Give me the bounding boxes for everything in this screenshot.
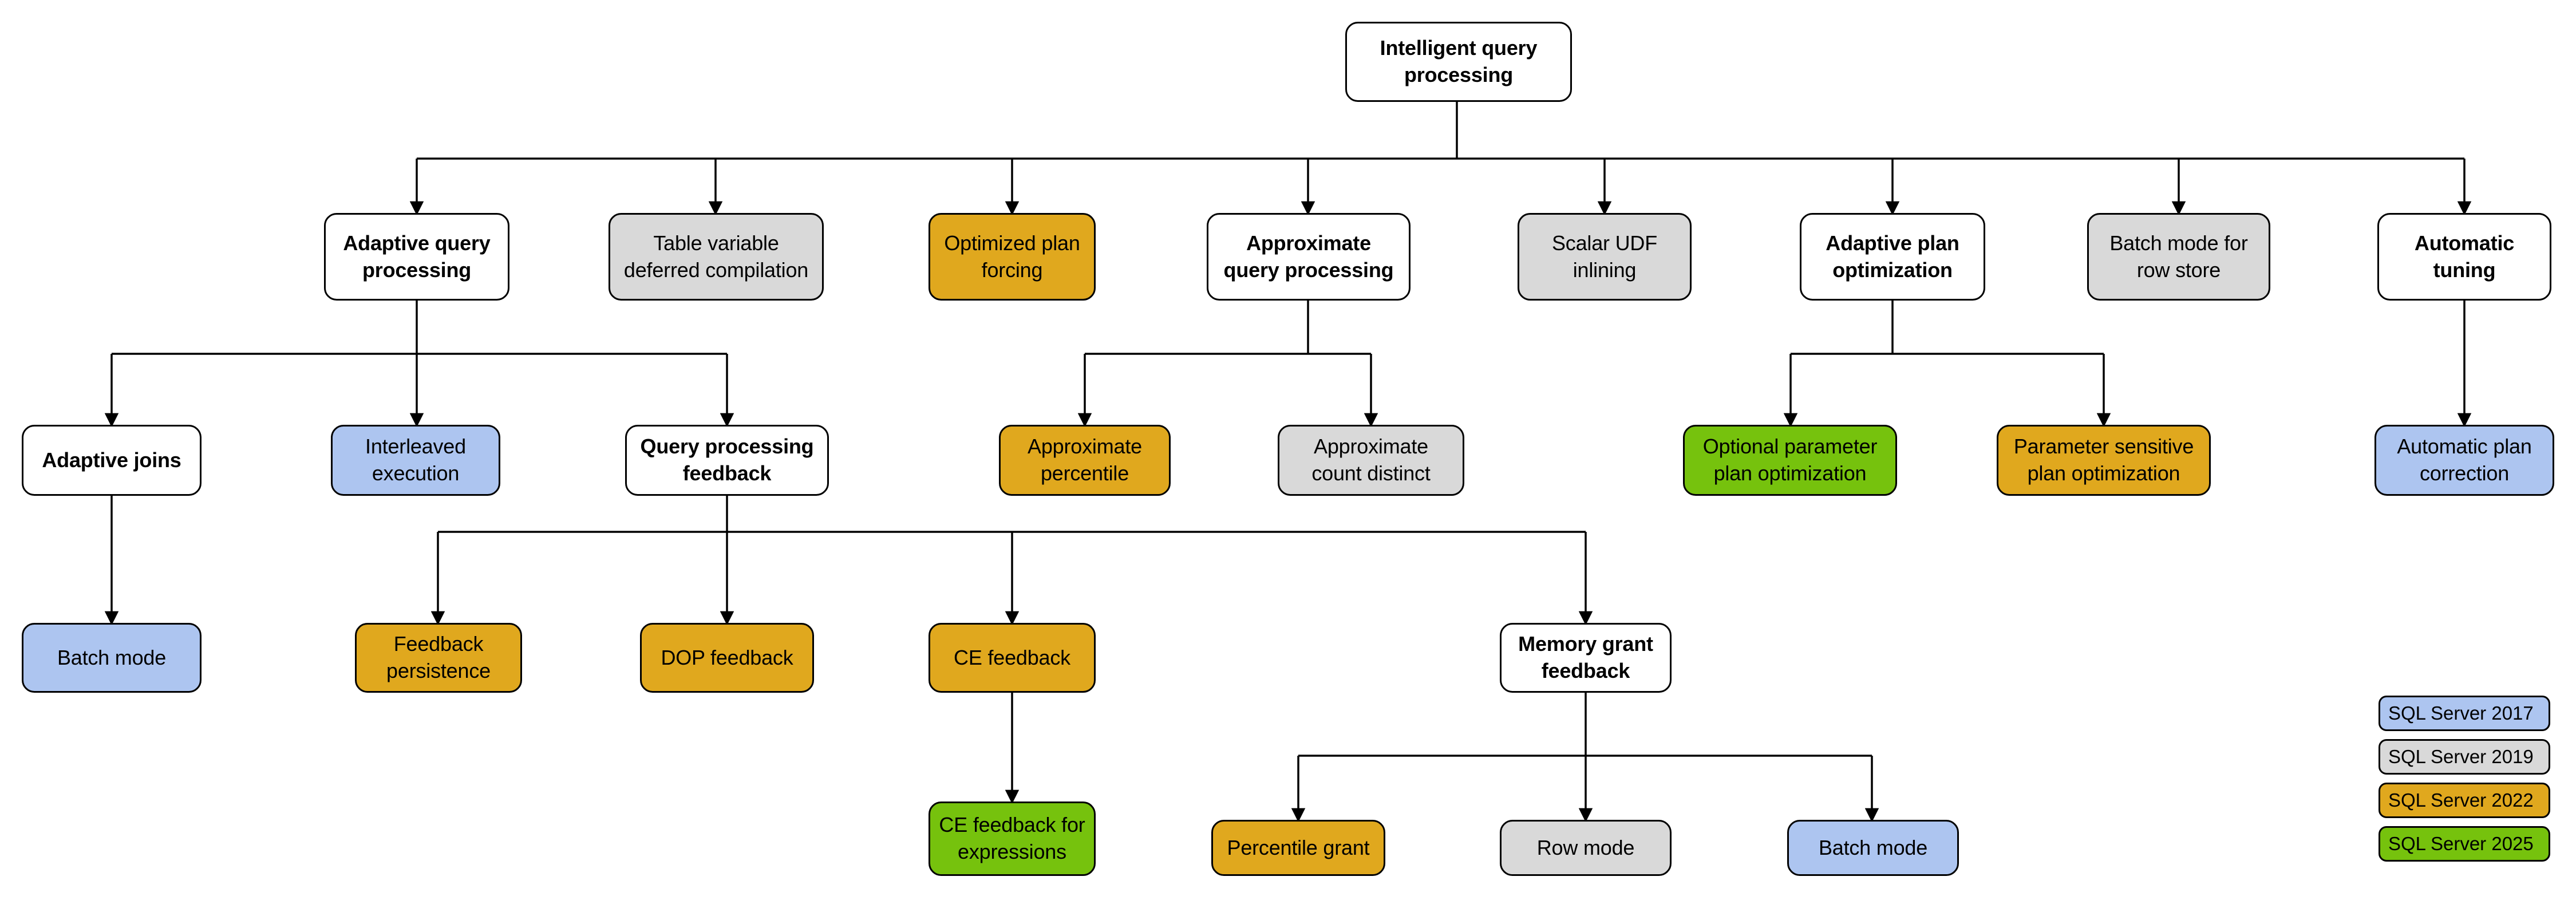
node-label: Scalar UDF inlining: [1551, 231, 1658, 282]
node-feedback-persistence[interactable]: Feedback persistence: [355, 623, 522, 693]
node-dop-feedback[interactable]: DOP feedback: [640, 623, 814, 693]
node-label: Memory grant feedback: [1518, 632, 1653, 682]
node-optimized-plan-forcing[interactable]: Optimized plan forcing: [929, 213, 1096, 301]
node-label: Interleaved execution: [365, 435, 466, 485]
node-interleaved-execution[interactable]: Interleaved execution: [331, 425, 500, 496]
node-label: Optional parameter plan optimization: [1702, 435, 1878, 485]
node-label: CE feedback: [954, 645, 1070, 669]
legend-item-sql-server-2025: SQL Server 2025: [2379, 826, 2550, 862]
node-intelligent-query-processing[interactable]: Intelligent query processing: [1345, 22, 1572, 102]
node-label: Percentile grant: [1227, 835, 1370, 859]
node-table-variable-deferred-compilation[interactable]: Table variable deferred compilation: [609, 213, 824, 301]
node-label: Query processing feedback: [640, 435, 814, 485]
node-scalar-udf-inlining[interactable]: Scalar UDF inlining: [1518, 213, 1692, 301]
node-label: Parameter sensitive plan optimization: [2013, 435, 2194, 485]
node-label: CE feedback for expressions: [939, 813, 1085, 863]
node-memory-grant-feedback[interactable]: Memory grant feedback: [1500, 623, 1672, 693]
node-batch-mode-memory-grant[interactable]: Batch mode: [1787, 820, 1959, 876]
node-parameter-sensitive-plan-optimization[interactable]: Parameter sensitive plan optimization: [1997, 425, 2211, 496]
node-label: Row mode: [1536, 835, 1635, 859]
node-automatic-plan-correction[interactable]: Automatic plan correction: [2374, 425, 2554, 496]
node-label: Adaptive query processing: [343, 231, 491, 282]
node-label: Batch mode: [57, 645, 167, 669]
node-label: DOP feedback: [661, 645, 793, 669]
legend-item-sql-server-2019: SQL Server 2019: [2379, 739, 2550, 775]
node-label: Automatic tuning: [2414, 231, 2515, 282]
node-optional-parameter-plan-optimization[interactable]: Optional parameter plan optimization: [1683, 425, 1897, 496]
node-label: Optimized plan forcing: [944, 231, 1080, 282]
node-row-mode[interactable]: Row mode: [1500, 820, 1672, 876]
legend-item-label: SQL Server 2025: [2388, 833, 2534, 854]
node-ce-feedback[interactable]: CE feedback: [929, 623, 1096, 693]
legend-item-label: SQL Server 2019: [2388, 746, 2534, 767]
node-approximate-percentile[interactable]: Approximate percentile: [999, 425, 1171, 496]
node-label: Adaptive joins: [42, 448, 181, 472]
node-query-processing-feedback[interactable]: Query processing feedback: [625, 425, 829, 496]
node-ce-feedback-for-expressions[interactable]: CE feedback for expressions: [929, 802, 1096, 876]
legend: SQL Server 2017 SQL Server 2019 SQL Serv…: [2379, 696, 2556, 879]
node-label: Automatic plan correction: [2397, 435, 2532, 485]
legend-item-label: SQL Server 2022: [2388, 789, 2534, 811]
node-label: Approximate percentile: [1028, 435, 1142, 485]
node-label: Feedback persistence: [386, 632, 491, 682]
node-automatic-tuning[interactable]: Automatic tuning: [2377, 213, 2551, 301]
node-label: Batch mode: [1818, 835, 1928, 859]
node-approximate-query-processing[interactable]: Approximate query processing: [1207, 213, 1411, 301]
node-adaptive-plan-optimization[interactable]: Adaptive plan optimization: [1800, 213, 1985, 301]
legend-item-sql-server-2017: SQL Server 2017: [2379, 696, 2550, 731]
node-label: Adaptive plan optimization: [1826, 231, 1959, 282]
node-label: Intelligent query processing: [1380, 36, 1538, 86]
node-batch-mode-adaptive-joins[interactable]: Batch mode: [22, 623, 202, 693]
node-adaptive-query-processing[interactable]: Adaptive query processing: [324, 213, 509, 301]
node-adaptive-joins[interactable]: Adaptive joins: [22, 425, 202, 496]
legend-item-label: SQL Server 2017: [2388, 702, 2534, 724]
node-label: Table variable deferred compilation: [623, 231, 809, 282]
node-batch-mode-for-row-store[interactable]: Batch mode for row store: [2087, 213, 2270, 301]
node-percentile-grant[interactable]: Percentile grant: [1211, 820, 1385, 876]
node-label: Approximate count distinct: [1311, 435, 1431, 485]
node-label: Batch mode for row store: [2109, 231, 2248, 282]
legend-item-sql-server-2022: SQL Server 2022: [2379, 783, 2550, 818]
node-label: Approximate query processing: [1223, 231, 1394, 282]
node-approximate-count-distinct[interactable]: Approximate count distinct: [1278, 425, 1464, 496]
